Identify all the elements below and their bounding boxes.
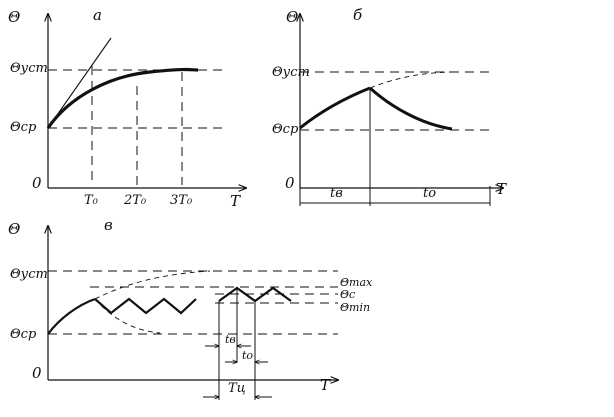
panel-c-heating-interval-label: tв bbox=[225, 333, 236, 346]
panel-c-max-label: Θmax bbox=[340, 276, 373, 289]
panel-c-mean-label: Θс bbox=[340, 288, 355, 301]
panel-b-origin-label: 0 bbox=[285, 174, 295, 192]
panel-a-heating-curve bbox=[46, 67, 199, 129]
panel-a-y-axis-label: Θ bbox=[8, 8, 20, 26]
panel-c-min-label: Θmin bbox=[340, 301, 370, 314]
panel-c-steady-label: Θуст bbox=[10, 267, 48, 282]
panel-c-letter: в bbox=[104, 216, 113, 234]
panel-a-ambient-label: Θср bbox=[10, 120, 37, 135]
panel-a-origin-label: 0 bbox=[32, 174, 42, 192]
panel-b-ambient-label: Θср bbox=[272, 122, 299, 137]
panel-b-heating-curve bbox=[299, 86, 371, 130]
panel-b-continued-heating-curve bbox=[369, 71, 451, 89]
panel-b-steady-label: Θуст bbox=[272, 65, 310, 80]
panel-c-cooling-interval-label: tо bbox=[242, 349, 253, 362]
panel-b-heating-interval-label: tв bbox=[330, 186, 343, 201]
panel-a-tick-t0: T₀ bbox=[84, 193, 99, 208]
panel-a-steady-label: Θуст bbox=[10, 61, 48, 76]
panel-b-cooling-curve bbox=[368, 86, 453, 131]
panel-c-x-axis-label: T bbox=[320, 376, 331, 394]
panel-a-letter: а bbox=[93, 6, 102, 24]
panel-a: Θ а 0 T Θуст Θср T₀ 2T₀ 3T₀ bbox=[8, 6, 246, 210]
panel-a-tick-3t0: 3T₀ bbox=[170, 193, 193, 208]
panel-c-initial-heating-curve bbox=[47, 297, 96, 335]
panel-c-sawtooth-steady bbox=[218, 286, 292, 303]
panel-c-ambient-label: Θср bbox=[10, 327, 37, 342]
panel-b-cooling-interval-label: tо bbox=[423, 186, 436, 201]
panel-c-sawtooth-early bbox=[94, 297, 197, 315]
panel-c-continued-heating-curve bbox=[94, 270, 211, 300]
panel-b-y-axis-label: Θ bbox=[286, 8, 298, 26]
panel-c: Θ в 0 T Θуст Θср Θmax Θс Θmin tв tо Tц bbox=[8, 216, 373, 400]
panel-a-tick-2t0: 2T₀ bbox=[123, 193, 147, 208]
panel-c-y-axis-label: Θ bbox=[8, 220, 20, 238]
panel-c-cycle-label: Tц bbox=[228, 381, 246, 396]
panel-a-x-axis-label: T bbox=[230, 192, 241, 210]
panel-b: Θ б 0 T Θуст Θср tв tо bbox=[272, 6, 507, 206]
panel-b-x-axis-label: T bbox=[496, 180, 507, 198]
panel-c-continued-cooling-curve bbox=[94, 298, 161, 334]
panel-b-letter: б bbox=[353, 6, 363, 24]
panel-c-origin-label: 0 bbox=[32, 364, 42, 382]
